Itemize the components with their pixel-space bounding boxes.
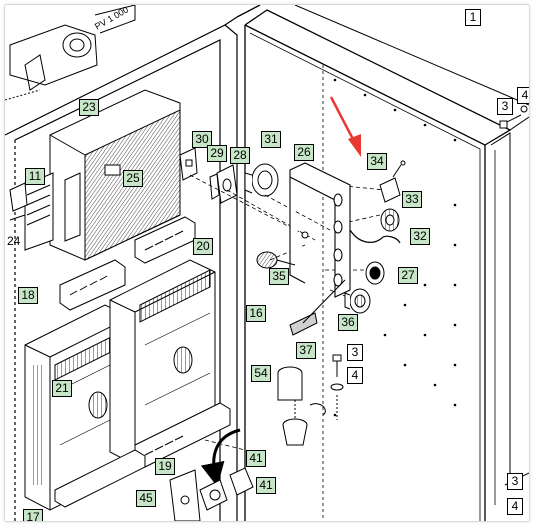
callout-41-bottom: 41	[256, 477, 276, 494]
callout-32: 32	[410, 228, 430, 245]
callout-37: 37	[296, 342, 316, 359]
bottom-fittings	[169, 467, 254, 521]
callout-35: 35	[269, 268, 289, 285]
switch-30	[179, 147, 198, 181]
callout-3-mid: 3	[347, 344, 363, 361]
callout-17: 17	[23, 509, 43, 521]
mounting-bracket-26	[289, 162, 351, 298]
callout-18: 18	[18, 287, 38, 304]
callout-41-top: 41	[246, 450, 266, 467]
callout-11: 11	[25, 168, 45, 185]
cabinet-top	[294, 5, 529, 486]
callout-29: 29	[207, 145, 227, 162]
curved-arrow	[200, 428, 241, 487]
callout-27: 27	[398, 267, 418, 284]
callout-25: 25	[123, 170, 143, 187]
knob-33	[380, 208, 400, 232]
diagram-frame: PV 1 000 1 3 4 23 30 31 29 28 26 34 25 1…	[4, 4, 530, 522]
callout-30: 30	[192, 131, 212, 148]
exploded-view-drawing	[5, 5, 529, 521]
filter-35	[256, 231, 309, 269]
wire-32	[349, 229, 401, 244]
callout-36: 36	[338, 314, 358, 331]
callout-21: 21	[52, 380, 72, 397]
red-arrow	[329, 96, 361, 157]
toggle-switch-34	[379, 160, 406, 203]
callout-16: 16	[246, 305, 266, 322]
callout-4-bottom: 4	[507, 498, 523, 515]
cabinet-door	[236, 5, 512, 521]
callout-23: 23	[79, 99, 99, 116]
terminal-block-18	[59, 259, 126, 311]
door-holes	[333, 78, 457, 417]
callout-28: 28	[230, 147, 250, 164]
pushbutton-27	[365, 261, 385, 285]
callout-34: 34	[367, 153, 387, 170]
callout-31: 31	[261, 131, 281, 148]
callout-24: 24	[7, 234, 21, 248]
callout-45: 45	[136, 490, 156, 507]
callout-4-top: 4	[517, 87, 529, 104]
callout-4-mid: 4	[347, 367, 363, 384]
callout-54: 54	[251, 365, 271, 382]
servo-drive-16	[109, 259, 216, 466]
callout-26: 26	[294, 144, 314, 161]
connector-31	[244, 163, 279, 197]
screw-3-top	[499, 105, 528, 129]
pushbutton-36	[344, 288, 371, 314]
callout-33: 33	[402, 191, 422, 208]
bottom-rail-19	[54, 402, 231, 508]
nameplate-37	[289, 279, 346, 336]
foot-54	[277, 366, 308, 446]
connector-11	[9, 182, 28, 212]
motor-assembly	[5, 5, 136, 101]
callout-20: 20	[193, 238, 213, 255]
callout-1: 1	[465, 9, 481, 26]
callout-3-bottom: 3	[507, 473, 523, 490]
callout-3-top: 3	[497, 98, 513, 115]
screw-washer-set	[309, 354, 344, 420]
callout-19: 19	[155, 458, 175, 475]
connector-28	[209, 164, 238, 204]
